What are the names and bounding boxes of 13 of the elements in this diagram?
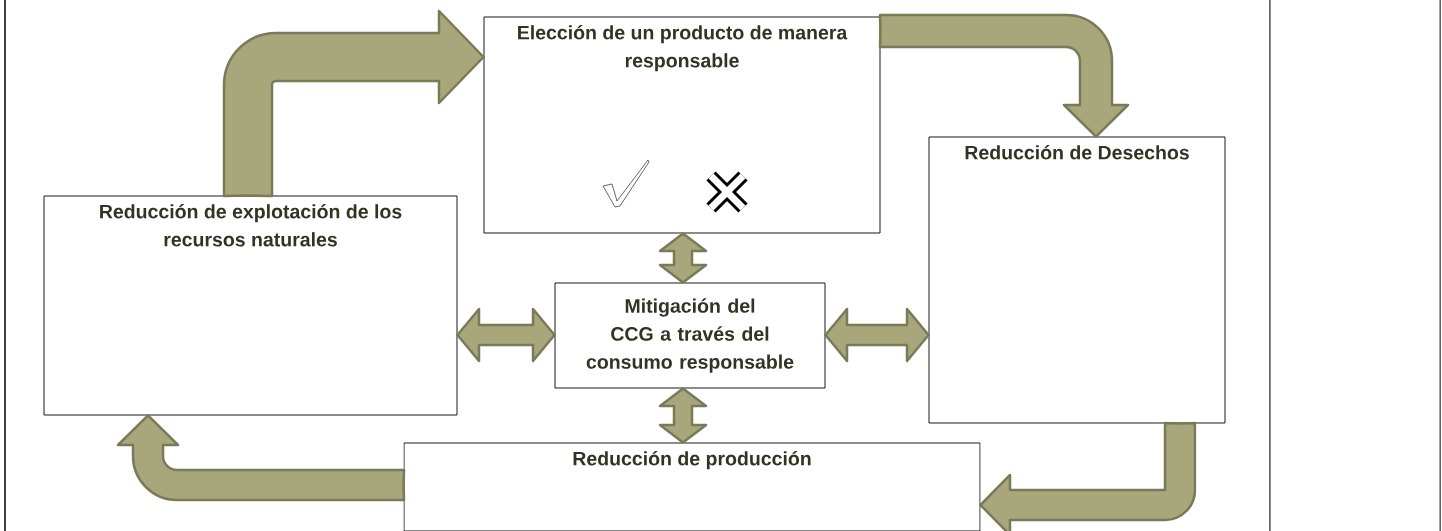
double-arrow bbox=[658, 387, 708, 444]
text-box: Mitigación del CCG a través del consumo responsable bbox=[554, 282, 826, 389]
text-box: Reducción de explotación de los recursos naturales bbox=[43, 195, 458, 416]
block-arrow bbox=[878, 13, 1130, 138]
block-arrow bbox=[222, 9, 485, 198]
double-arrow bbox=[658, 232, 708, 284]
text-box: Elección de un producto de manera responsable bbox=[483, 16, 881, 234]
block-arrow bbox=[116, 414, 406, 502]
block-arrow bbox=[979, 421, 1197, 531]
double-arrow bbox=[456, 307, 556, 363]
double-arrow bbox=[824, 307, 930, 363]
text-box: Reducción de Desechos bbox=[928, 136, 1226, 424]
text-box: Reducción de producción bbox=[403, 442, 981, 531]
